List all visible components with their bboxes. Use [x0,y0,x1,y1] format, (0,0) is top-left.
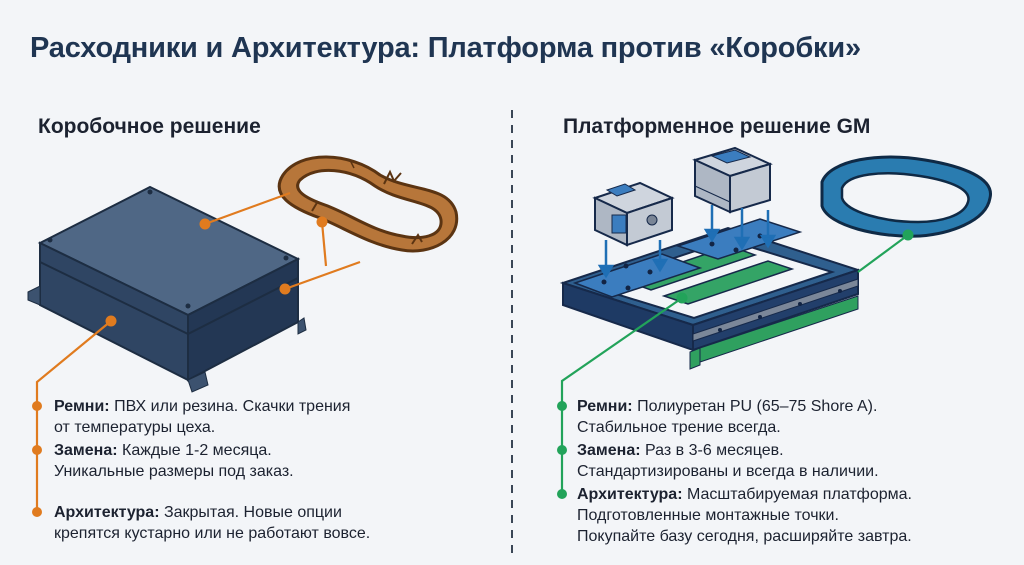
left-callout-dots [32,216,328,517]
left-architecture-desc: Архитектура: Закрытая. Новые опции крепя… [54,502,370,544]
right-heading: Платформенное решение GM [563,115,871,138]
right-belts-desc: Ремни: Полиуретан PU (65–75 Shore A). Ст… [577,396,877,438]
left-replacement-text2: Уникальные размеры под заказ. [54,463,294,480]
right-belts-label: Ремни: [577,398,633,415]
right-architecture-text1: Масштабируемая платформа. [686,486,912,503]
platform-frame-illustration [559,218,862,370]
left-replacement-text1: Каждые 1-2 месяца. [122,442,272,459]
left-architecture-text1: Закрытая. Новые опции [163,504,342,521]
worn-belt-illustration [277,155,459,253]
left-belts-text2: от температуры цеха. [54,419,216,436]
right-callout-lines [560,234,909,494]
mounting-points [601,233,842,332]
right-belts-text1: Полиуретан PU (65–75 Shore A). [637,398,878,415]
right-replacement-desc: Замена: Раз в 3-6 месяцев. Стандартизиро… [577,440,879,482]
left-replacement-desc: Замена: Каждые 1-2 месяца. Уникальные ра… [54,440,294,482]
pu-belt-illustration [820,155,992,238]
right-belts-text2: Стабильное трение всегда. [577,419,781,436]
closed-box-illustration [27,185,307,393]
right-architecture-label: Архитектура: [577,486,683,503]
left-heading: Коробочное решение [38,115,261,138]
left-belts-text1: ПВХ или резина. Скачки трения [114,398,351,415]
right-callout-dots [557,229,914,499]
left-replacement-label: Замена: [54,442,118,459]
install-arrows [597,205,777,279]
right-architecture-text2: Подготовленные монтажные точки. [577,507,839,524]
left-callout-lines [35,191,361,512]
right-architecture-text3: Покупайте базу сегодня, расширяйте завтр… [577,528,912,545]
module-right-illustration [692,146,773,214]
module-left-illustration [592,181,675,247]
right-replacement-text2: Стандартизированы и всегда в наличии. [577,463,879,480]
right-replacement-text1: Раз в 3-6 месяцев. [645,442,784,459]
left-architecture-text2: крепятся кустарно или не работают вовсе. [54,525,371,542]
left-belts-desc: Ремни: ПВХ или резина. Скачки трения от … [54,396,350,438]
left-architecture-label: Архитектура: [54,504,160,521]
page-title: Расходники и Архитектура: Платформа прот… [30,32,861,64]
left-belts-label: Ремни: [54,398,110,415]
right-replacement-label: Замена: [577,442,641,459]
right-architecture-desc: Архитектура: Масштабируемая платформа. П… [577,484,912,547]
